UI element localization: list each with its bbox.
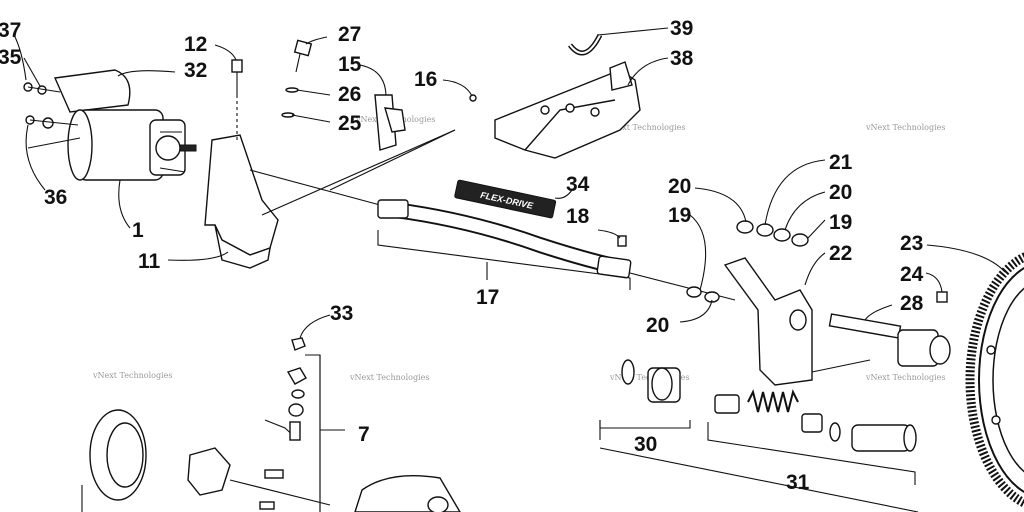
label-35: 35	[0, 46, 22, 69]
callout-labels: 1 7 11 12 15 16 17 18 19 19 20 20 20 21 …	[0, 17, 924, 494]
label-21: 21	[829, 151, 853, 174]
watermark-8: vNext Technologies	[865, 373, 945, 382]
label-33: 33	[330, 302, 353, 325]
label-25: 25	[338, 112, 362, 135]
label-20b: 20	[829, 181, 852, 204]
motor-bracket	[204, 134, 279, 256]
lower-starter-parts	[81, 337, 461, 512]
label-12: 12	[184, 33, 207, 56]
mounting-plate	[494, 33, 641, 159]
motor-end	[67, 109, 93, 181]
flex-drive-cable: FLEX-DRIVE	[377, 179, 736, 301]
label-15: 15	[338, 53, 362, 76]
watermark-5: vNext Technologies	[92, 371, 172, 380]
label-18: 18	[566, 205, 590, 228]
ring-gear	[936, 252, 1024, 508]
starter-motor	[23, 39, 477, 269]
spring	[747, 389, 799, 413]
watermark-6: vNext Technologies	[349, 373, 429, 382]
label-20c: 20	[646, 314, 669, 337]
label-27: 27	[338, 23, 361, 46]
label-20a: 20	[668, 175, 691, 198]
label-36: 36	[44, 186, 67, 209]
label-32: 32	[184, 59, 207, 82]
leader-lines	[13, 27, 1006, 339]
label-19b: 19	[829, 211, 852, 234]
label-31: 31	[786, 471, 810, 494]
drive-shaft	[599, 313, 951, 512]
watermark-3: vNext Technologies	[605, 123, 685, 132]
label-1: 1	[132, 219, 144, 242]
label-22: 22	[829, 242, 852, 265]
label-16: 16	[414, 68, 437, 91]
label-26: 26	[338, 83, 361, 106]
watermark-4: vNext Technologies	[865, 123, 945, 132]
label-7: 7	[358, 423, 370, 446]
label-39: 39	[670, 17, 693, 40]
label-17: 17	[476, 286, 499, 309]
label-23: 23	[900, 232, 923, 255]
label-38: 38	[670, 47, 694, 70]
flex-drive-decal: FLEX-DRIVE	[454, 179, 557, 219]
label-11: 11	[138, 250, 161, 273]
label-37: 37	[0, 19, 21, 42]
label-24: 24	[900, 263, 924, 286]
starter-cover	[53, 69, 131, 113]
label-34: 34	[566, 173, 590, 196]
label-28: 28	[900, 292, 924, 315]
label-19a: 19	[668, 204, 691, 227]
label-30: 30	[634, 433, 657, 456]
